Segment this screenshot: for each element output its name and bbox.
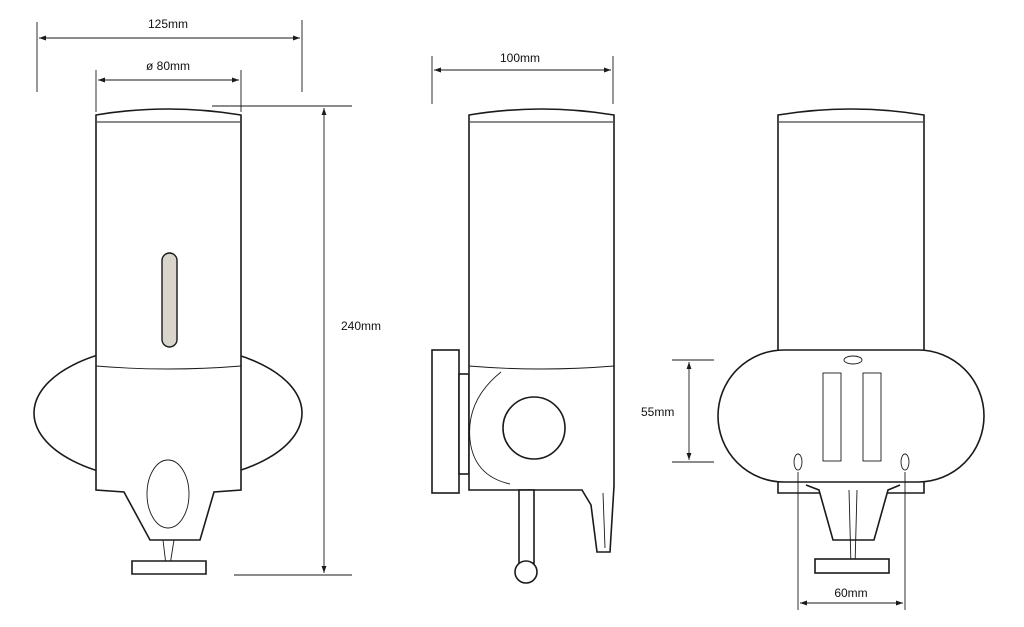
back-view: 55mm 60mm xyxy=(641,108,985,610)
side-round-button xyxy=(502,396,566,460)
dim-label-back-width: 60mm xyxy=(834,586,867,600)
front-lever xyxy=(131,560,207,575)
back-slot-right xyxy=(862,372,882,462)
side-container-body xyxy=(468,108,615,553)
front-seam-line xyxy=(95,365,242,370)
front-push-button xyxy=(146,459,190,529)
back-lever xyxy=(814,558,890,574)
back-top-hole xyxy=(843,355,863,365)
side-spout-edge xyxy=(602,492,606,549)
back-screw-hole-right xyxy=(900,453,910,471)
back-screw-hole-left xyxy=(793,453,803,471)
side-lever-knob xyxy=(514,560,538,584)
back-spout xyxy=(805,484,901,541)
dim-label-front-diameter: ø 80mm xyxy=(146,59,190,73)
dim-label-front-width: 125mm xyxy=(148,17,188,31)
side-view: 100mm xyxy=(431,51,615,584)
side-wall-bracket xyxy=(431,349,460,494)
back-slot-left xyxy=(822,372,842,462)
back-plate xyxy=(717,349,985,483)
side-lever-arm xyxy=(518,489,535,564)
front-level-window xyxy=(161,252,178,348)
dim-label-back-height: 55mm xyxy=(641,405,674,419)
front-view: 125mm ø 80mm 240mm xyxy=(33,17,381,576)
side-seam-line xyxy=(468,365,615,370)
dim-label-side-depth: 100mm xyxy=(500,51,540,65)
side-base-curve xyxy=(469,371,511,485)
side-bracket-clip xyxy=(458,373,470,475)
dim-label-front-height: 240mm xyxy=(341,319,381,333)
